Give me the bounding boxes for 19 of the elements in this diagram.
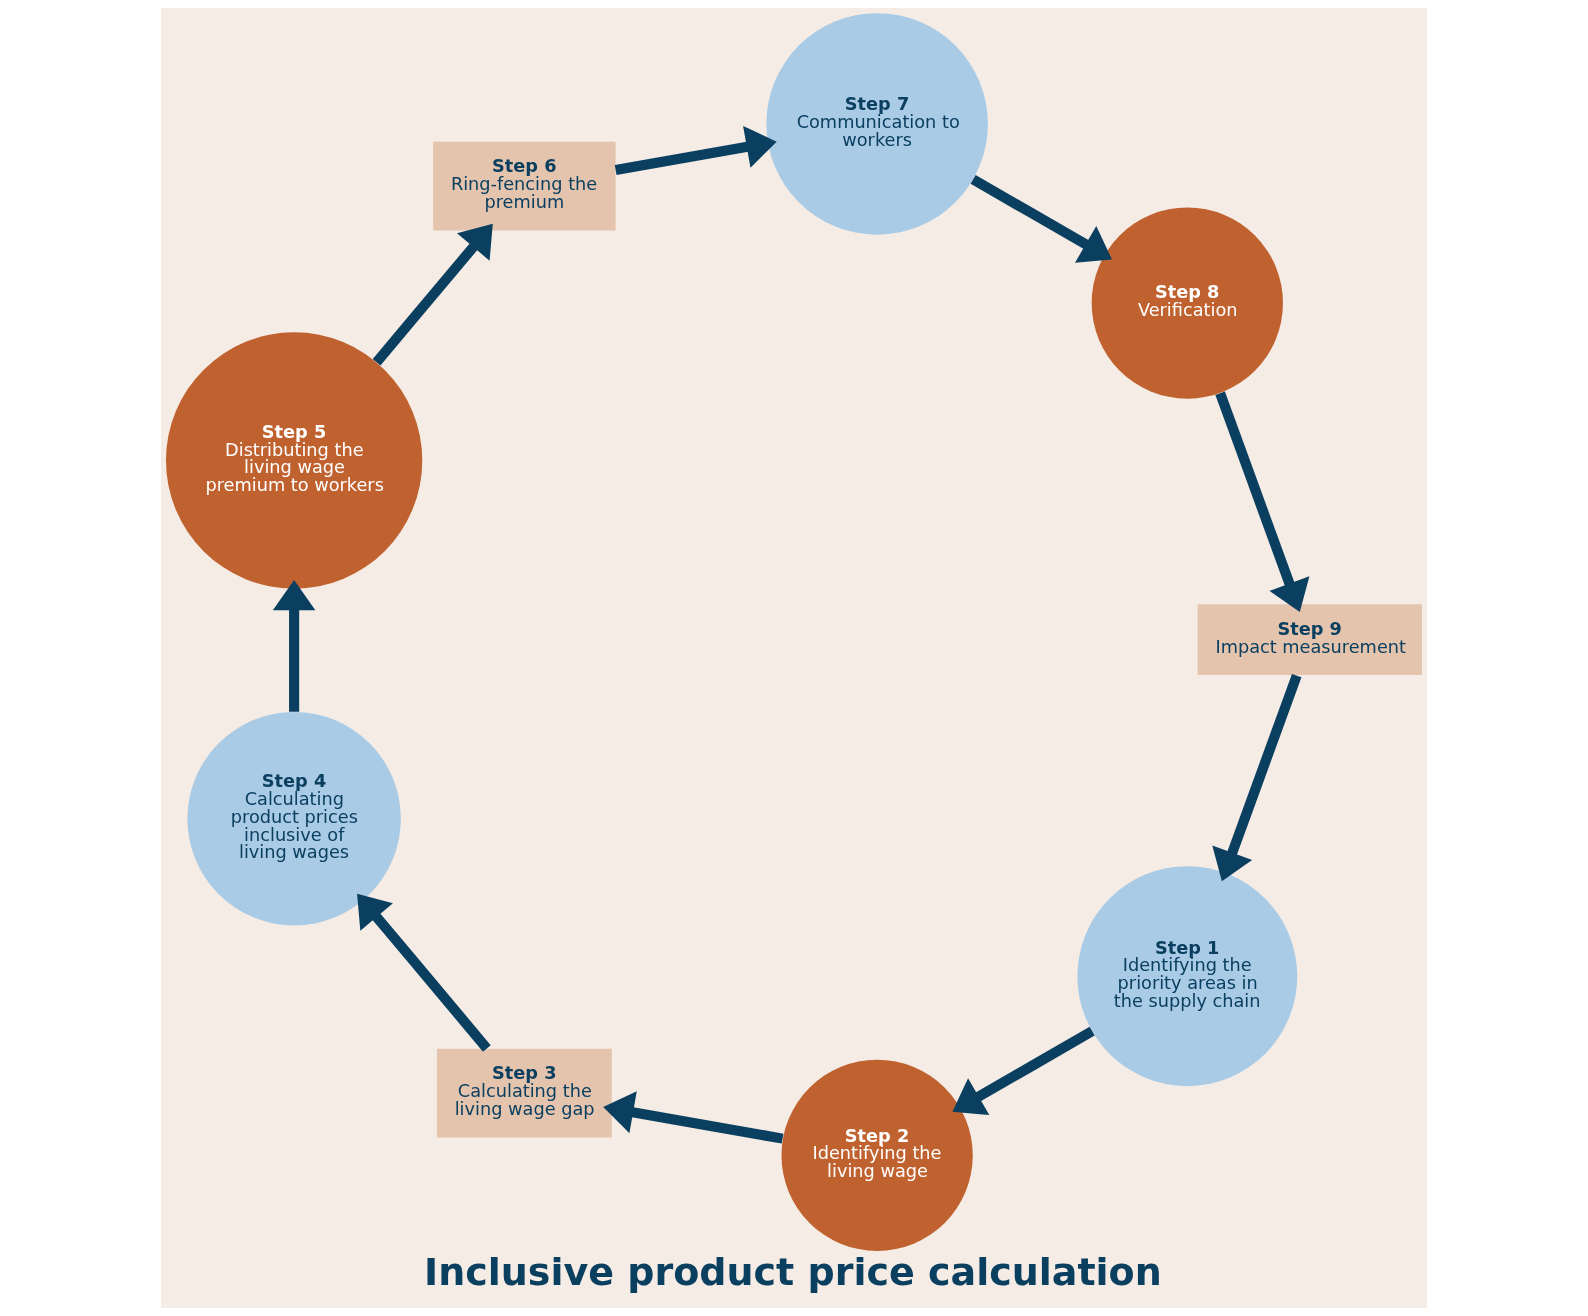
node-circle: Step 7 Communication to workers xyxy=(766,13,988,235)
node-circle: Step 1 Identifying the priority areas in the supply chain xyxy=(1077,866,1298,1087)
node-circle: Step 5 Distributing the living wage premium to workers xyxy=(165,332,423,589)
node-box: Step 3 Calculating the living wage gap xyxy=(436,1048,612,1138)
node-circle: Step 4 Calculating product prices inclusive of living wages xyxy=(187,712,401,926)
arrow xyxy=(952,1026,1095,1116)
arrow xyxy=(1215,391,1310,613)
node-circle: Step 2 Identifying the living wage xyxy=(781,1059,973,1251)
arrow xyxy=(603,1091,784,1144)
arrow xyxy=(357,893,491,1052)
diagram-title: Inclusive product price calculation xyxy=(424,1250,1162,1295)
arrow xyxy=(614,125,777,175)
arrow xyxy=(272,579,316,712)
arrow xyxy=(1212,673,1302,882)
node-box: Step 9 Impact measurement xyxy=(1197,604,1422,676)
arrow xyxy=(970,175,1112,263)
node-box: Step 6 Ring-fencing the premium xyxy=(433,141,616,231)
node-circle: Step 8 Verification xyxy=(1091,207,1283,399)
arrow xyxy=(372,223,493,366)
